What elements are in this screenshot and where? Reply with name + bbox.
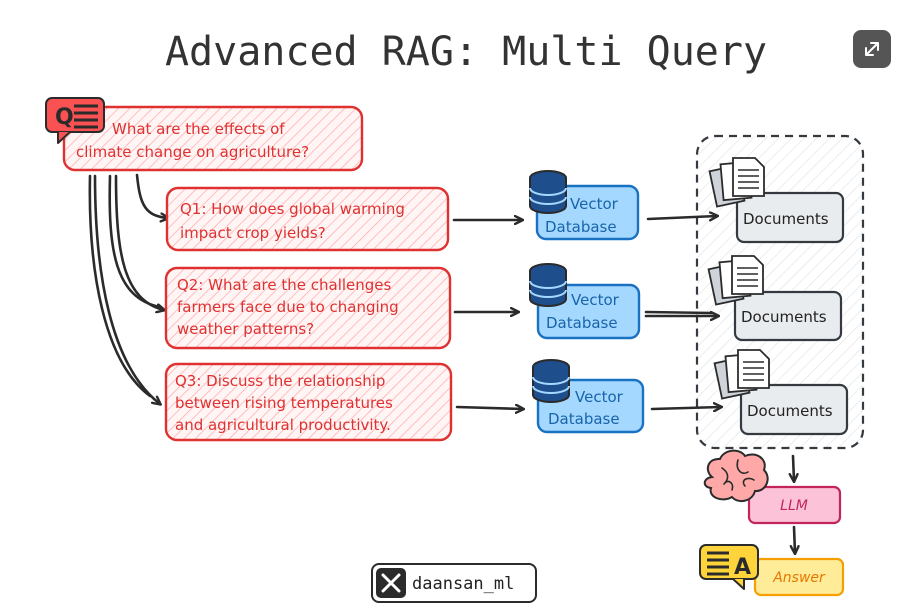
original-query: What are the effects of climate change o… — [62, 105, 364, 172]
branch-arrows — [88, 173, 168, 404]
vector-db-3-line-2: Database — [548, 410, 620, 428]
subquery-1: Q1: How does global warming impact crop … — [165, 186, 450, 252]
subquery-2: Q2: What are the challenges farmers face… — [164, 266, 452, 350]
documents-icon — [713, 349, 770, 400]
subquery-2-line-2: farmers face due to changing — [177, 298, 399, 316]
vector-db-2-line-2: Database — [546, 314, 618, 332]
database-icon — [532, 359, 570, 403]
llm-box: LLM — [747, 485, 842, 525]
brain-icon — [703, 449, 769, 503]
x-logo-icon — [376, 568, 406, 598]
documents-3-label: Documents — [747, 402, 833, 420]
vector-db-2-line-1: Vector — [571, 291, 620, 309]
documents-2-label: Documents — [741, 308, 827, 326]
documents-3: Documents — [713, 349, 849, 436]
answer-label: Answer — [772, 570, 826, 586]
subquery-3-line-3: and agricultural productivity. — [175, 416, 391, 434]
subquery-1-line-1: Q1: How does global warming — [180, 200, 405, 218]
original-query-line-2: climate change on agriculture? — [76, 143, 309, 161]
subquery-2-line-1: Q2: What are the challenges — [177, 276, 392, 294]
answer-icon: A — [699, 544, 759, 590]
subquery-3: Q3: Discuss the relationship between ris… — [164, 362, 453, 442]
docs-to-llm-arrow — [793, 454, 794, 481]
llm-to-answer-arrow — [794, 525, 795, 553]
vector-db-2: Vector Database — [529, 263, 641, 340]
answer-box: Answer — [753, 557, 845, 597]
documents-1-label: Documents — [743, 210, 829, 228]
svg-text:Q: Q — [55, 105, 74, 130]
vector-db-1-line-1: Vector — [570, 195, 619, 213]
subquery-3-line-2: between rising temperatures — [175, 394, 393, 412]
expand-icon[interactable] — [853, 30, 891, 68]
vector-db-1: Vector Database — [529, 170, 640, 241]
query-to-db-arrows — [452, 220, 523, 409]
vector-db-3-line-1: Vector — [575, 388, 624, 406]
documents-icon — [707, 255, 764, 306]
database-icon — [529, 263, 567, 307]
database-icon — [529, 170, 567, 214]
original-query-line-1: What are the effects of — [112, 120, 285, 138]
db-to-docs-arrows — [644, 216, 721, 409]
vector-db-1-line-2: Database — [545, 218, 617, 236]
llm-label: LLM — [780, 498, 808, 514]
documents-icon — [708, 157, 765, 208]
subquery-2-line-3: weather patterns? — [177, 320, 314, 338]
social-handle[interactable]: daansan_ml — [371, 563, 537, 603]
page-title: Advanced RAG: Multi Query — [165, 29, 767, 75]
subquery-3-line-1: Q3: Discuss the relationship — [175, 372, 385, 390]
subquery-1-line-2: impact crop yields? — [180, 224, 326, 242]
vector-db-3: Vector Database — [532, 359, 645, 434]
question-doc-icon: Q — [45, 97, 105, 144]
svg-text:A: A — [734, 555, 751, 580]
documents-1: Documents — [708, 157, 845, 244]
handle-text: daansan_ml — [412, 574, 514, 594]
documents-2: Documents — [707, 255, 843, 342]
